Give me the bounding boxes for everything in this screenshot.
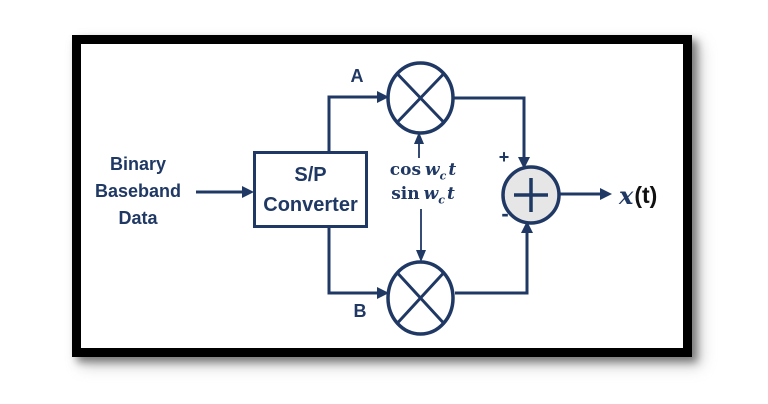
input-arrowhead-icon [242, 186, 254, 198]
mult-bottom-to-summer-line [455, 230, 529, 295]
branch-a-arrowhead-icon [377, 91, 389, 103]
carrier-arrow-lines [418, 142, 422, 252]
sin-subscript: c [438, 193, 445, 207]
sin-variable: w [423, 184, 439, 204]
arrowheads [242, 91, 612, 299]
source-label: Binary Baseband Data [94, 154, 182, 228]
sin-argument: t [446, 184, 455, 204]
output-label: x(t) [619, 179, 657, 211]
branch-b-line [327, 228, 378, 295]
output-variable: x [619, 180, 634, 210]
sin-function: sin [391, 184, 420, 204]
branch-b-arrowhead-icon [377, 287, 389, 299]
sin-arrowhead-icon [416, 250, 426, 262]
cos-function: cos [389, 160, 422, 180]
flow-lines [196, 95, 601, 295]
nodes [386, 61, 561, 336]
cos-arrowhead-icon [414, 132, 424, 144]
summer-top-arrowhead-icon [518, 157, 530, 169]
diagram-frame [72, 35, 692, 357]
branch-a-label: A [350, 66, 364, 86]
branch-b-label: B [353, 301, 367, 321]
output-arrowhead-icon [600, 188, 612, 200]
summer-minus-sign-label: - [501, 201, 509, 226]
multiplier-bottom-x-icon [396, 271, 445, 325]
output-argument: (t) [634, 181, 658, 208]
summer-plus-icon [514, 178, 548, 212]
branch-a-line [327, 95, 378, 151]
multiplier-top-x-icon [396, 72, 445, 124]
sp-converter-label: S/P Converter [263, 163, 358, 216]
summer-bottom-arrowhead-icon [521, 221, 533, 233]
cos-argument: t [448, 160, 457, 180]
summer-plus-sign-label: + [498, 147, 510, 167]
mult-top-to-summer-line [454, 96, 526, 160]
cos-subscript: c [439, 169, 447, 183]
sp-converter-box: S/P Converter [253, 151, 368, 228]
cos-variable: w [425, 160, 440, 180]
